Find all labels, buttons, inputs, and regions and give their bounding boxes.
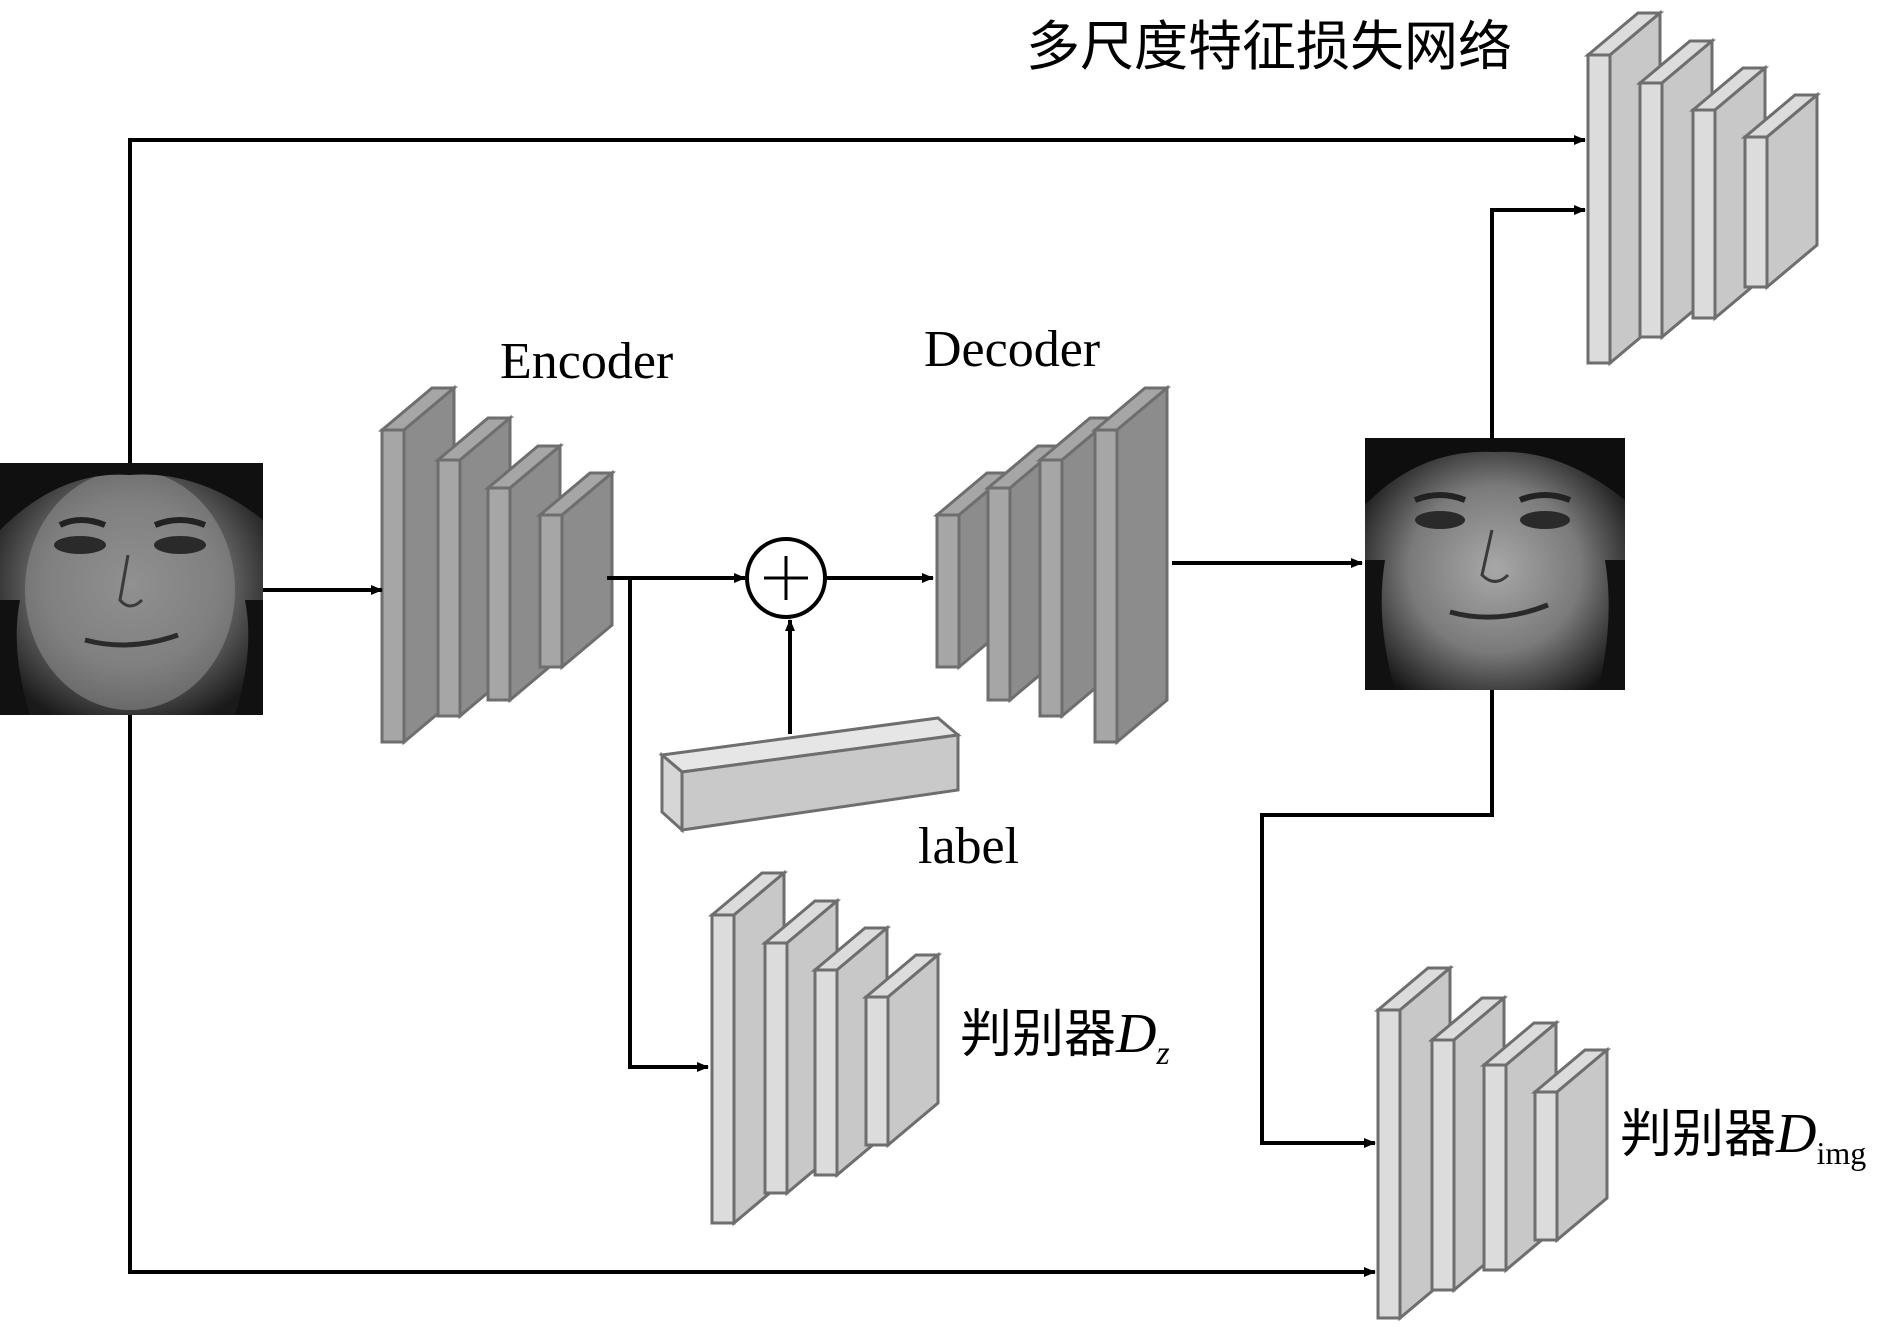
arrow-output-to-multiscale — [1490, 205, 1586, 438]
arrow-output-to-discimg — [1260, 690, 1494, 1148]
add-operator — [745, 537, 827, 619]
discriminator-z-network — [707, 869, 943, 1227]
discz-block-4 — [861, 951, 943, 1149]
output-face-image — [1365, 438, 1625, 690]
arrow-input-to-multiscale — [128, 135, 1586, 463]
multiscale-feature-loss-network — [1583, 9, 1822, 367]
encoder-network — [377, 384, 617, 746]
multiscale-block-4 — [1740, 91, 1822, 291]
discimg-block-4 — [1530, 1046, 1612, 1244]
decoder-block-4 — [1090, 384, 1172, 746]
discimg-block-3 — [1479, 1019, 1561, 1274]
decoder-network — [932, 384, 1172, 746]
discriminator-z-label: 判别器Dz — [960, 1003, 1170, 1072]
arrow-input-to-discimg — [128, 715, 1376, 1277]
multiscale-title: 多尺度特征损失网络 — [1026, 15, 1512, 78]
input-face-image — [0, 463, 263, 715]
discriminator-img-label: 判别器Dimg — [1620, 1103, 1866, 1171]
label-vector-label: label — [918, 818, 1019, 875]
multiscale-block-1 — [1583, 9, 1665, 367]
discriminator-img-network — [1373, 964, 1612, 1322]
encoder-label: Encoder — [500, 333, 673, 390]
connections — [128, 135, 1586, 1277]
arrow-encoder-to-discz — [628, 578, 709, 1072]
encoder-block-4 — [535, 469, 617, 671]
decoder-label: Decoder — [924, 321, 1100, 378]
label-vector — [658, 716, 962, 834]
